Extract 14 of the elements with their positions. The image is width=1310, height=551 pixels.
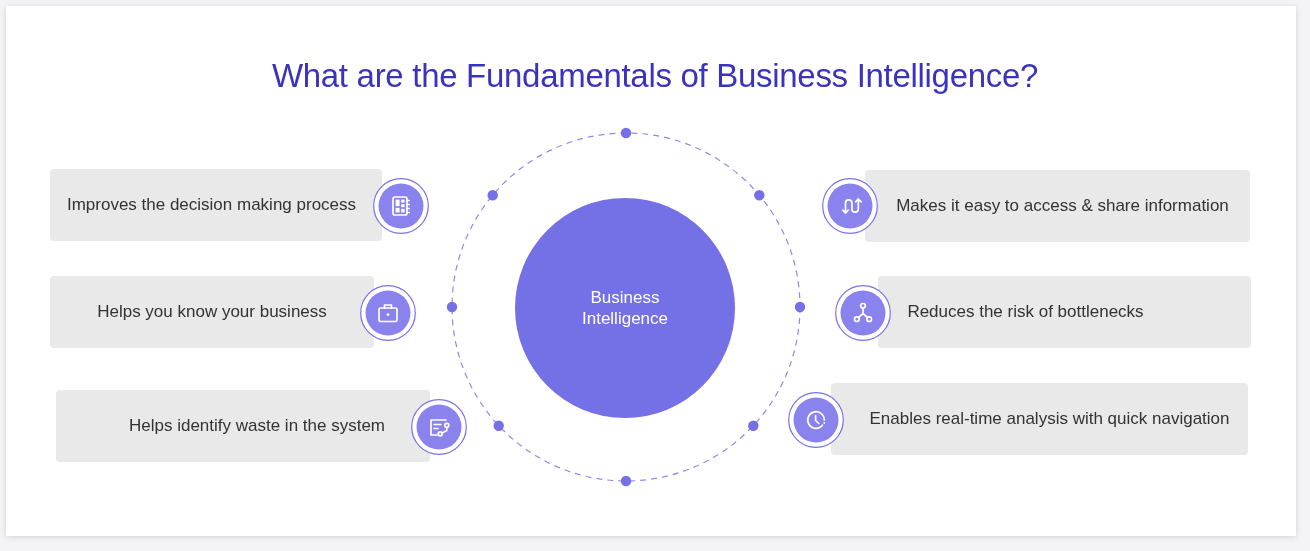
feature-text: Enables real-time analysis with quick navigation xyxy=(869,408,1230,430)
feature-box xyxy=(50,169,382,241)
feature-box xyxy=(865,170,1250,242)
center-label: Business Intelligence xyxy=(581,287,669,329)
feature-text: Improves the decision making process xyxy=(66,194,357,216)
feature-box xyxy=(50,276,374,348)
feature-box xyxy=(878,276,1251,348)
feature-text: Helps identify waste in the system xyxy=(128,415,386,437)
feature-text: Makes it easy to access & share information xyxy=(896,195,1229,217)
title: What are the Fundamentals of Business Intelligence? xyxy=(271,56,1039,96)
feature-text: Reduces the risk of bottlenecks xyxy=(907,301,1144,323)
feature-text: Helps you know your business xyxy=(97,301,327,323)
feature-box xyxy=(56,390,430,462)
feature-box xyxy=(831,383,1248,455)
